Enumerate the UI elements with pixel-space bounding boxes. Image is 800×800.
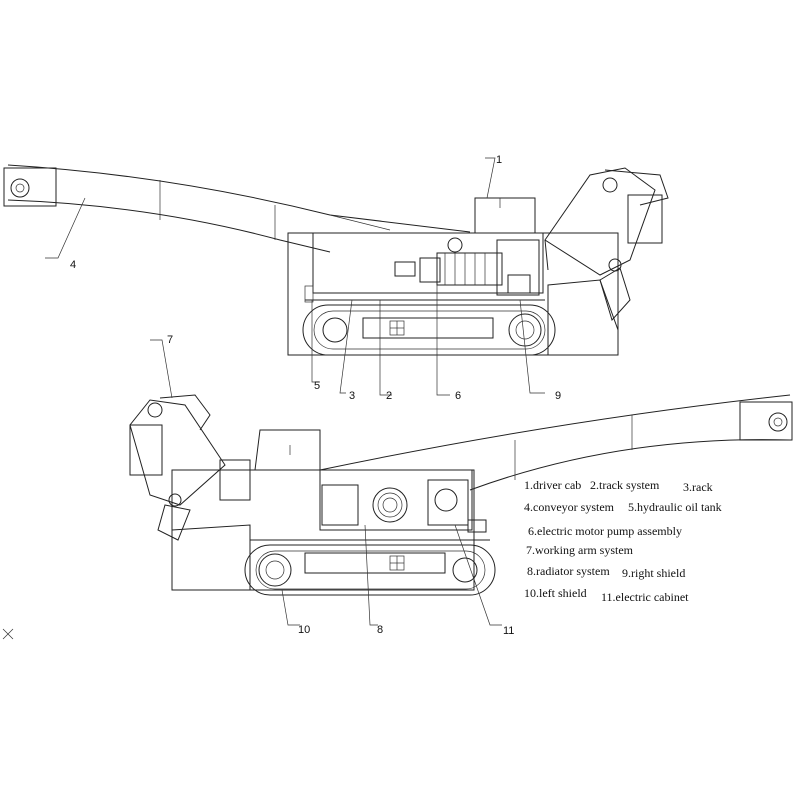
legend-item-conveyor-system: 4.conveyor system	[524, 500, 614, 514]
callout-6: 6	[455, 390, 461, 402]
callout-9: 9	[555, 390, 561, 402]
callout-3: 3	[349, 390, 355, 402]
callout-4: 4	[70, 259, 76, 271]
top-machine	[3, 157, 669, 396]
corner-mark	[2, 628, 14, 640]
legend-item-driver-cab: 1.driver cab	[524, 478, 582, 492]
callout-10: 10	[298, 624, 310, 636]
callout-8: 8	[377, 624, 383, 636]
legend-item-hydraulic-oil-tank: 5.hydraulic oil tank	[628, 500, 722, 514]
callout-5: 5	[314, 380, 320, 392]
callout-1: 1	[496, 154, 502, 166]
callout-2: 2	[386, 390, 392, 402]
legend-item-right-shield: 9.right shield	[622, 566, 686, 580]
legend-item-track-system: 2.track system	[590, 478, 660, 492]
legend-item-electric-cabinet: 11.electric cabinet	[601, 590, 689, 604]
legend-item-left-shield: 10.left shield	[524, 586, 587, 600]
callout-7: 7	[167, 334, 173, 346]
legend-item-working-arm-system: 7.working arm system	[526, 543, 633, 557]
legend-item-rack: 3.rack	[683, 480, 713, 494]
bottom-machine	[129, 339, 793, 626]
callout-11: 11	[503, 625, 514, 637]
legend-item-radiator-system: 8.radiator system	[527, 564, 610, 578]
legend-item-electric-motor-pump: 6.electric motor pump assembly	[528, 524, 682, 538]
